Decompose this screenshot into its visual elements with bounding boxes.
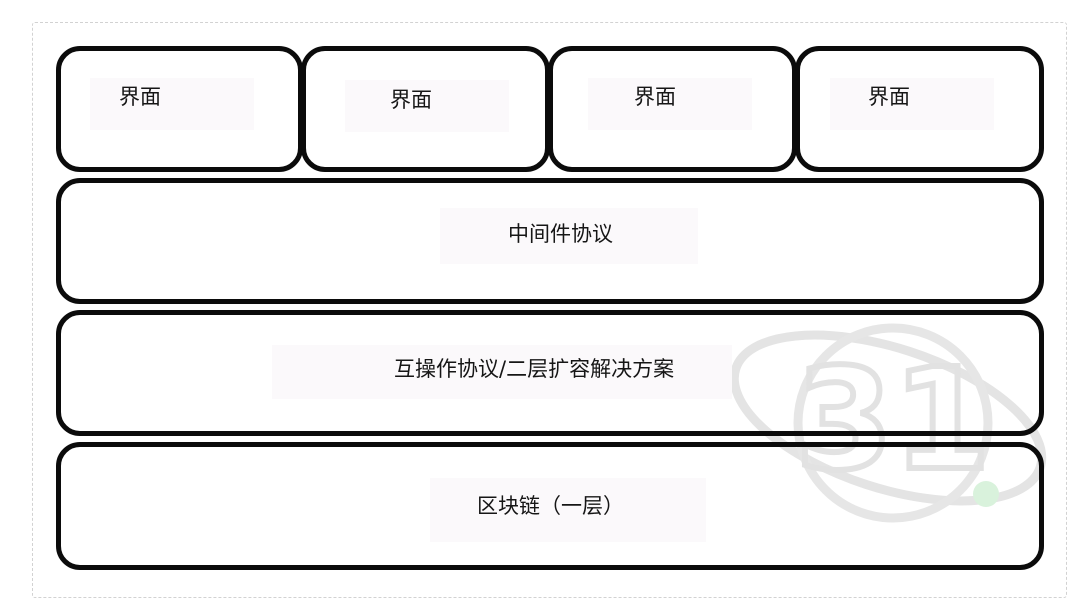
middleware-layer (56, 178, 1044, 304)
interface-label-bg-3 (588, 78, 752, 130)
interface-label-1: 界面 (119, 85, 161, 109)
diagram-frame (32, 22, 1067, 598)
interface-box-3 (548, 46, 797, 172)
interface-label-3: 界面 (634, 85, 676, 109)
interface-label-bg-4 (830, 78, 994, 130)
middleware-label-bg (440, 208, 698, 264)
watermark-logo: 31 (729, 323, 1047, 523)
watermark-dot (973, 481, 999, 507)
interface-label-4: 界面 (868, 85, 910, 109)
interop-layer (56, 310, 1044, 436)
interface-label-2: 界面 (390, 88, 432, 112)
blockchain-layer (56, 442, 1044, 570)
interface-box-1 (56, 46, 303, 172)
interface-box-2 (301, 46, 550, 172)
interop-label-bg (272, 345, 732, 399)
interface-label-bg-1 (90, 78, 254, 130)
blockchain-label-bg (430, 478, 706, 542)
watermark-number: 31 (796, 339, 991, 502)
interface-box-4 (795, 46, 1044, 172)
middleware-label: 中间件协议 (508, 222, 613, 246)
interface-label-bg-2 (345, 80, 509, 132)
blockchain-label: 区块链（一层） (477, 494, 624, 518)
interop-label: 互操作协议/二层扩容解决方案 (394, 357, 675, 381)
